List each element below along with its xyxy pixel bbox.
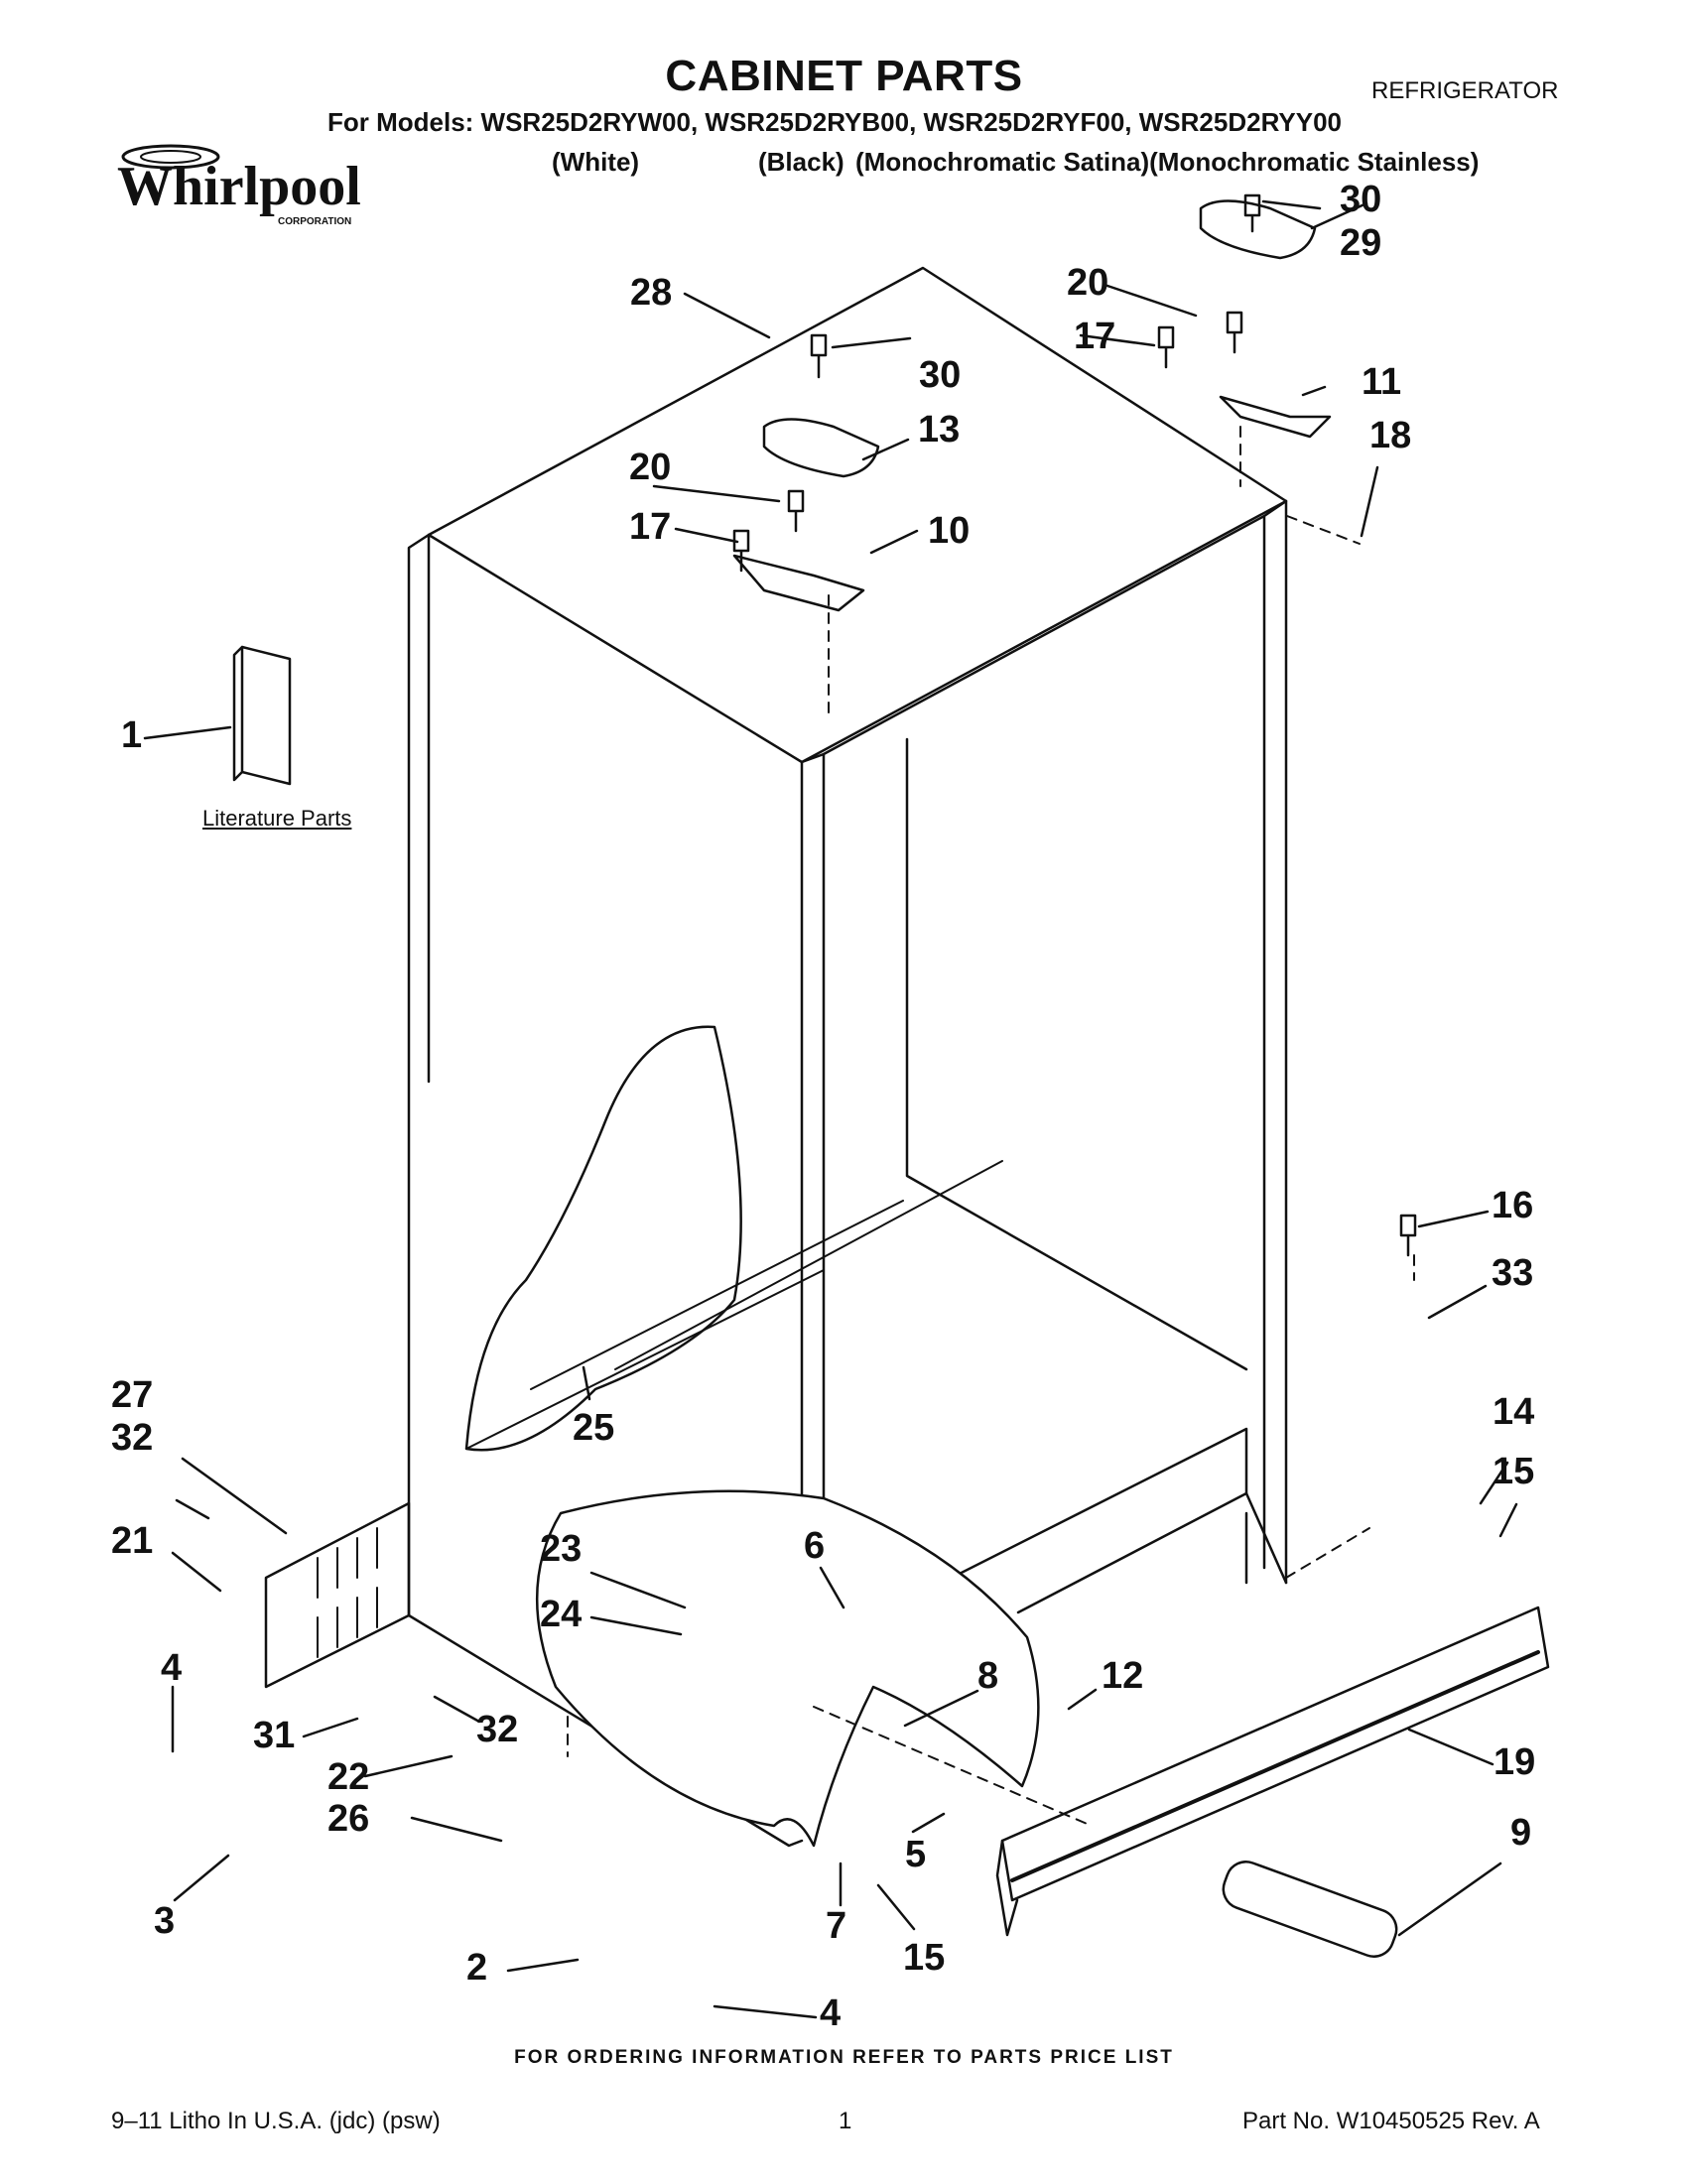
variant-black: (Black) bbox=[758, 147, 844, 177]
water-filter bbox=[1222, 1861, 1398, 1958]
callout-1: 1 bbox=[121, 714, 143, 756]
callout-19: 19 bbox=[1493, 1741, 1536, 1783]
callout-22: 22 bbox=[327, 1756, 370, 1798]
screw-20b bbox=[1226, 311, 1243, 354]
callout-20: 20 bbox=[1067, 262, 1109, 304]
screw-16 bbox=[1399, 1214, 1417, 1257]
callout-20: 20 bbox=[629, 447, 672, 488]
ordering-note: FOR ORDERING INFORMATION REFER TO PARTS … bbox=[514, 2047, 1174, 2068]
callout-26: 26 bbox=[327, 1798, 370, 1840]
callout-18: 18 bbox=[1369, 415, 1412, 456]
callout-32: 32 bbox=[476, 1709, 519, 1750]
cabinet-top bbox=[427, 266, 1288, 764]
cutaway-left bbox=[464, 1025, 742, 1452]
callout-14: 14 bbox=[1493, 1391, 1535, 1433]
callout-16: 16 bbox=[1492, 1185, 1534, 1226]
cabinet-top-front-edge bbox=[822, 514, 1266, 756]
hinge-cover-13 bbox=[762, 418, 880, 478]
base-grille bbox=[1000, 1606, 1550, 1902]
callout-4: 4 bbox=[161, 1647, 183, 1689]
callout-10: 10 bbox=[928, 510, 971, 552]
callout-24: 24 bbox=[540, 1594, 583, 1635]
cabinet-front-frame bbox=[800, 499, 1288, 1643]
callout-25: 25 bbox=[573, 1407, 615, 1449]
hinge-plate-11 bbox=[1219, 395, 1332, 439]
callout-21: 21 bbox=[111, 1520, 154, 1562]
screw-20a bbox=[787, 489, 805, 533]
page-title: CABINET PARTS bbox=[665, 52, 1023, 100]
page-number: 1 bbox=[839, 2108, 852, 2134]
variant-monochromatic: (Monochromatic Satina)(Monochromatic Sta… bbox=[855, 147, 1480, 177]
callout-31: 31 bbox=[253, 1715, 296, 1756]
callout-32: 32 bbox=[111, 1417, 154, 1459]
callout-15: 15 bbox=[903, 1937, 946, 1979]
callout-12: 12 bbox=[1102, 1655, 1144, 1697]
callout-7: 7 bbox=[826, 1905, 847, 1947]
literature-pack bbox=[232, 645, 292, 786]
callout-23: 23 bbox=[540, 1528, 583, 1570]
rear-grille bbox=[264, 1501, 411, 1689]
callout-29: 29 bbox=[1340, 222, 1382, 264]
callout-30: 30 bbox=[1340, 179, 1382, 220]
screw-30a bbox=[810, 333, 828, 379]
part-number: Part No. W10450525 Rev. A bbox=[1242, 2108, 1540, 2134]
callout-17: 17 bbox=[1074, 316, 1116, 357]
hinge-cover-29 bbox=[1199, 199, 1317, 260]
screw-17a bbox=[732, 529, 750, 573]
callout-6: 6 bbox=[804, 1525, 826, 1567]
callout-2: 2 bbox=[466, 1947, 488, 1989]
callout-33: 33 bbox=[1492, 1252, 1534, 1294]
callout-17: 17 bbox=[629, 506, 672, 548]
callout-3: 3 bbox=[154, 1900, 176, 1942]
logo-wordmark: Whirlpool bbox=[117, 156, 361, 217]
callout-27: 27 bbox=[111, 1374, 154, 1416]
screw-30b bbox=[1243, 193, 1261, 233]
cutaway-bottom bbox=[536, 1489, 1040, 1848]
callout-28: 28 bbox=[630, 272, 673, 314]
whirlpool-logo: Whirlpool CORPORATION bbox=[111, 139, 379, 238]
cabinet-interior bbox=[822, 737, 1248, 1644]
callout-4: 4 bbox=[820, 1992, 842, 2034]
logo-subtext: CORPORATION bbox=[278, 216, 351, 227]
screw-17b bbox=[1157, 325, 1175, 369]
hinge-plate-10 bbox=[732, 554, 865, 612]
callout-5: 5 bbox=[905, 1834, 927, 1875]
callout-11: 11 bbox=[1362, 361, 1402, 403]
appliance-category: REFRIGERATOR bbox=[1371, 77, 1559, 104]
callout-15: 15 bbox=[1493, 1451, 1535, 1492]
callout-30: 30 bbox=[919, 354, 962, 396]
literature-parts-label: Literature Parts bbox=[202, 806, 352, 831]
models-line: For Models: WSR25D2RYW00, WSR25D2RYB00, … bbox=[327, 107, 1342, 137]
print-info: 9–11 Litho In U.S.A. (jdc) (psw) bbox=[111, 2108, 441, 2134]
callout-13: 13 bbox=[918, 409, 961, 450]
callout-9: 9 bbox=[1510, 1812, 1532, 1854]
variant-white: (White) bbox=[552, 147, 640, 177]
callout-8: 8 bbox=[977, 1655, 999, 1697]
